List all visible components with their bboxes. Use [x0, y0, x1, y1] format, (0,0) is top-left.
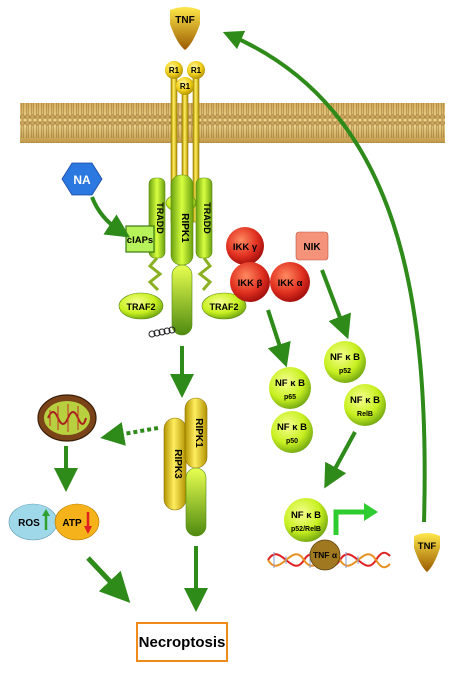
nfkb-p65: NF κ B p65 — [269, 367, 311, 409]
transcription-arrow — [333, 509, 366, 535]
ikk-beta-label: IKK β — [238, 278, 263, 289]
na-label: NA — [73, 173, 91, 187]
tnf-ligand-secreted: TNF — [414, 533, 440, 572]
tnf-ligand-top: TNF — [170, 7, 200, 50]
r1-label-right: R1 — [191, 66, 202, 75]
ros-up-arrowhead-icon — [42, 509, 50, 516]
nfkb-to-nucleus-arrow — [324, 431, 357, 489]
nfkb-p50: NF κ B p50 — [271, 411, 313, 453]
ripk3: RIPK3 — [163, 417, 187, 511]
nik-label: NIK — [303, 242, 321, 253]
nfkb-p52: NF κ B p52 — [324, 341, 366, 383]
necroptosis-box: Necroptosis — [136, 622, 228, 662]
r1-label-bottom: R1 — [180, 82, 191, 91]
p50-label: p50 — [286, 438, 298, 445]
nfkb-p52-label: NF κ B — [330, 352, 360, 363]
transcription-arrow-head — [364, 503, 378, 521]
nfkb-p50-label: NF κ B — [277, 422, 307, 433]
ripk1-complex-i: RIPK1 — [170, 174, 194, 336]
p65-label: p65 — [284, 394, 296, 401]
tnf-alpha-gene: TNF α — [309, 539, 341, 571]
na-hexagon: NA — [61, 162, 103, 196]
adapter-linkers — [147, 257, 213, 292]
ikk-beta: IKK β — [230, 262, 270, 302]
ripk1-necrosome-label: RIPK1 — [193, 418, 204, 448]
nfkb-p65-label: NF κ B — [275, 378, 305, 389]
traf2-right-label: TRAF2 — [210, 302, 239, 312]
ripk3-to-mitochondria-arrow — [100, 422, 159, 446]
ciaps-label: cIAPs — [127, 235, 153, 246]
tradd-right: TRADD — [195, 177, 213, 259]
relb-label: RelB — [357, 411, 373, 418]
nik-to-nfkb-arrow — [320, 269, 351, 340]
nfkb-relb-label: NF κ B — [350, 395, 380, 406]
ripk3-label: RIPK3 — [172, 449, 183, 479]
ros: ROS — [8, 503, 58, 541]
na-to-ciaps-arrow — [90, 196, 131, 238]
traf2-right: TRAF2 — [201, 292, 247, 320]
nfkb-relb: NF κ B RelB — [344, 384, 386, 426]
nik-box: NIK — [295, 231, 329, 261]
tradd-right-label: TRADD — [202, 202, 212, 234]
tnf-alpha-label: TNF α — [313, 550, 338, 560]
r1-receptor-trimer: R1 R1 R1 — [165, 61, 205, 95]
nfkb-p52-relb-dimer: NF κ B p52/RelB — [284, 498, 328, 542]
dna-helix — [267, 551, 391, 569]
cell-membrane — [20, 103, 445, 143]
atp-to-necroptosis-arrow — [86, 556, 131, 603]
atp-down-arrowhead-icon — [84, 526, 92, 534]
p52-relb-label: p52/RelB — [291, 526, 321, 533]
ikk-gamma-label: IKK γ — [233, 242, 258, 253]
ikk-alpha-label: IKK α — [278, 278, 303, 289]
tradd-left-label: TRADD — [155, 202, 165, 234]
p52-label: p52 — [339, 368, 351, 375]
nfkb-dimer-label: NF κ B — [291, 510, 321, 521]
mitochondria — [37, 394, 97, 442]
tnf-feedback-arrow — [222, 30, 427, 523]
r1-label-left: R1 — [169, 66, 180, 75]
tnf-top-label: TNF — [175, 15, 194, 26]
ciaps-box: cIAPs — [125, 225, 155, 253]
ripk1-complex-label: RIPK1 — [179, 213, 190, 243]
traf2-left: TRAF2 — [118, 292, 164, 320]
ikk-gamma: IKK γ — [226, 227, 264, 265]
ikk-alpha: IKK α — [270, 262, 310, 302]
ikkbeta-to-nfkb-arrow — [266, 309, 291, 368]
traf2-left-label: TRAF2 — [127, 302, 156, 312]
atp: ATP — [54, 503, 100, 541]
atp-label: ATP — [62, 518, 82, 529]
tnf-secreted-label: TNF — [418, 541, 437, 552]
ros-label: ROS — [18, 518, 40, 529]
ripk1-necrosome: RIPK1 — [184, 397, 208, 537]
ubiquitin-chain — [148, 326, 176, 338]
